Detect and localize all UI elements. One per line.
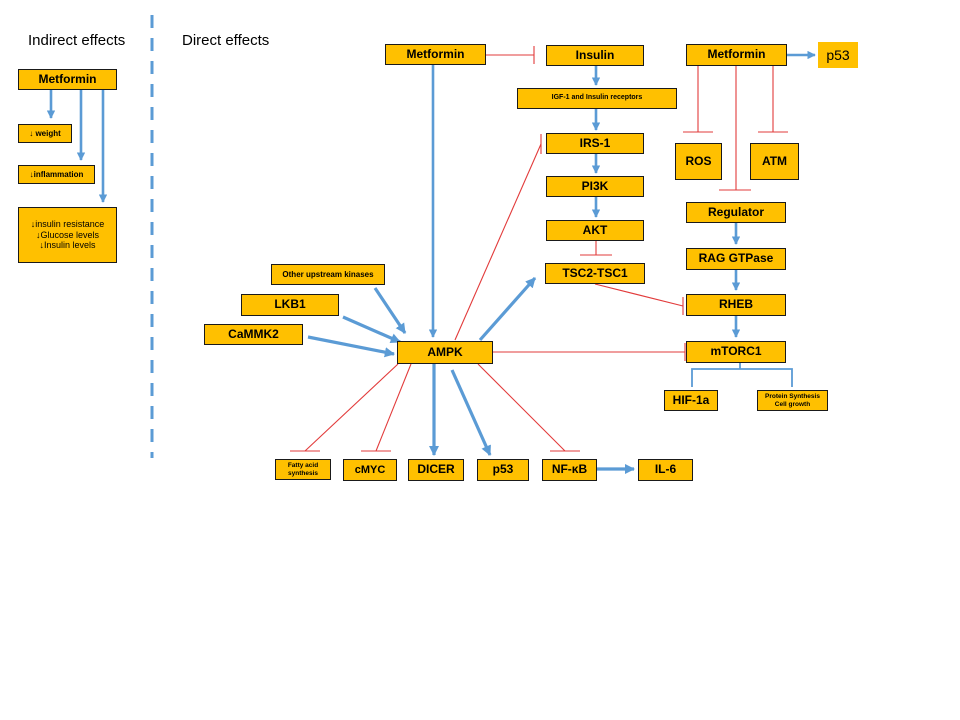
fatty-acid-text: Fatty acid <box>287 462 319 470</box>
inhibit-ampk-nfkb <box>477 363 566 452</box>
insulin-node: Insulin <box>546 45 644 66</box>
rag-gtpase-node: RAG GTPase <box>686 248 786 270</box>
akt-node: AKT <box>546 220 644 241</box>
indirect-effects-heading: Indirect effects <box>28 32 126 49</box>
synthesis-text: synthesis <box>288 469 318 477</box>
inhibit-ampk-fatty-acid <box>304 363 399 452</box>
inflammation-node: ↓inflammation <box>18 165 95 184</box>
insulin-resistance-text: ↓insulin resistance <box>30 219 105 230</box>
glucose-levels-text: ↓Glucose levels <box>35 229 100 240</box>
mtorc1-node: mTORC1 <box>686 341 786 363</box>
protein-synthesis-text: Protein Synthesis <box>765 393 820 401</box>
irs1-node: IRS-1 <box>546 133 644 154</box>
ampk-node: AMPK <box>397 341 493 364</box>
insulin-levels-text: ↓Insulin levels <box>39 240 96 251</box>
metformin-right-node: Metformin <box>686 44 787 66</box>
edge-mtorc1-outputs <box>691 368 793 387</box>
fatty-acid-synthesis-node: Fatty acid synthesis <box>275 459 331 480</box>
other-upstream-kinases-node: Other upstream kinases <box>271 264 385 285</box>
metformin-left-node: Metformin <box>385 44 486 65</box>
nfkb-node: NF-κB <box>542 459 597 481</box>
il6-node: IL-6 <box>638 459 693 481</box>
cell-growth-text: Cell growth <box>774 400 811 408</box>
inhibit-ampk-cmyc <box>375 363 412 452</box>
ros-node: ROS <box>675 143 722 180</box>
igf-insulin-receptors-node: IGF-1 and Insulin receptors <box>517 88 677 109</box>
hif1a-node: HIF-1a <box>664 390 718 411</box>
inhibit-tsc-rheb <box>594 283 684 307</box>
pi3k-node: PI3K <box>546 176 644 197</box>
dicer-node: DICER <box>408 459 464 481</box>
p53-bottom-node: p53 <box>477 459 529 481</box>
edge-other-kinases-ampk <box>373 287 407 334</box>
cmyc-node: cMYC <box>343 459 397 481</box>
weight-node: ↓ weight <box>18 124 72 143</box>
rheb-node: RHEB <box>686 294 786 316</box>
regulator-node: Regulator <box>686 202 786 223</box>
inhibit-ampk-irs1 <box>454 143 542 341</box>
tsc2-tsc1-node: TSC2-TSC1 <box>545 263 645 284</box>
direct-effects-heading: Direct effects <box>182 32 270 49</box>
edge-lkb1-ampk <box>342 315 401 344</box>
p53-top-node: p53 <box>818 42 858 68</box>
edge-ampk-tsc <box>478 276 537 342</box>
lkb1-node: LKB1 <box>241 294 339 316</box>
atm-node: ATM <box>750 143 799 180</box>
edge-camkk2-ampk <box>307 335 396 358</box>
protein-synthesis-node: Protein Synthesis Cell growth <box>757 390 828 411</box>
camkk2-node: CaMMK2 <box>204 324 303 345</box>
edge-ampk-p53 <box>450 369 492 456</box>
indirect-metformin-node: Metformin <box>18 69 117 90</box>
insulin-resistance-node: ↓insulin resistance ↓Glucose levels ↓Ins… <box>18 207 117 263</box>
